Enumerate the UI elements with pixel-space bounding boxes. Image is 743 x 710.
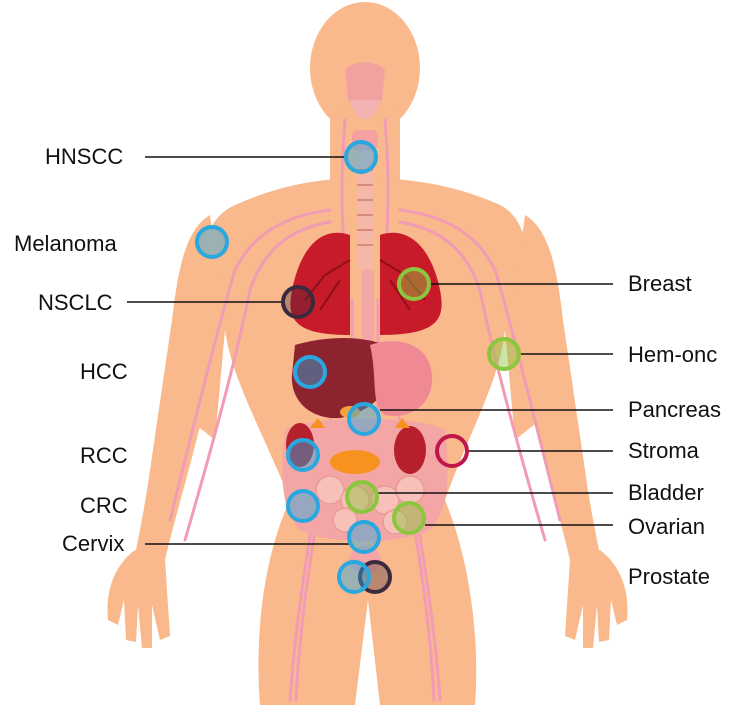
marker-hcc xyxy=(295,357,325,387)
marker-hem-onc xyxy=(489,339,519,369)
label-melanoma: Melanoma xyxy=(14,233,117,255)
label-crc: CRC xyxy=(80,495,128,517)
marker-melanoma xyxy=(197,227,227,257)
marker-hnscc xyxy=(346,142,376,172)
marker-prostate-blue xyxy=(339,562,369,592)
pancreas-organ xyxy=(330,450,380,474)
marker-cervix xyxy=(349,522,379,552)
label-pancreas: Pancreas xyxy=(628,399,721,421)
marker-ovarian xyxy=(394,503,424,533)
marker-rcc xyxy=(288,440,318,470)
marker-nsclc xyxy=(283,287,313,317)
label-prostate: Prostate xyxy=(628,566,710,588)
marker-pancreas xyxy=(349,404,379,434)
label-nsclc: NSCLC xyxy=(38,292,113,314)
marker-breast xyxy=(399,269,429,299)
label-hcc: HCC xyxy=(80,361,128,383)
label-stroma: Stroma xyxy=(628,440,699,462)
marker-bladder xyxy=(347,482,377,512)
label-hem-onc: Hem-onc xyxy=(628,344,717,366)
marker-crc xyxy=(288,491,318,521)
label-hnscc: HNSCC xyxy=(45,146,123,168)
label-cervix: Cervix xyxy=(62,533,124,555)
label-breast: Breast xyxy=(628,273,692,295)
label-rcc: RCC xyxy=(80,445,128,467)
label-ovarian: Ovarian xyxy=(628,516,705,538)
label-bladder: Bladder xyxy=(628,482,704,504)
kidney-right xyxy=(394,426,426,474)
